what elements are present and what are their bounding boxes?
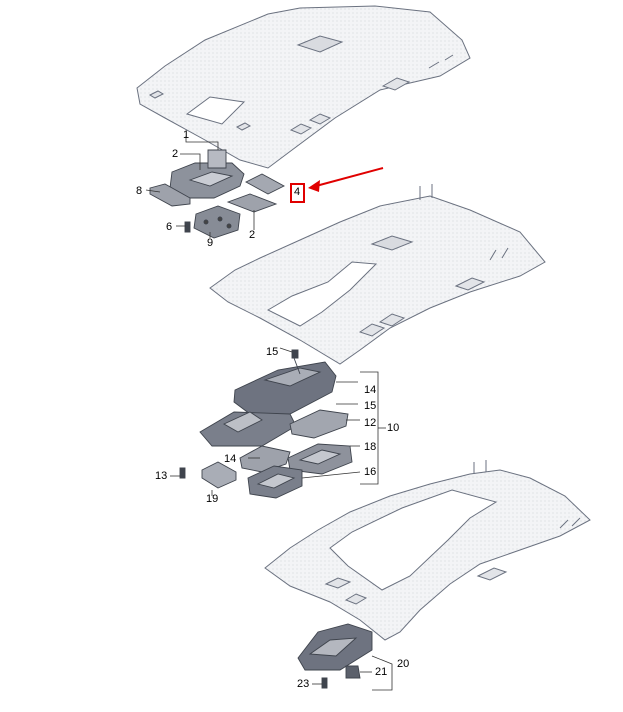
part-19-strip xyxy=(201,461,237,489)
part-21-bulb xyxy=(345,665,361,679)
callout-18: 18 xyxy=(364,441,377,453)
part-13-screw xyxy=(179,467,186,479)
callout-1: 1 xyxy=(183,129,190,141)
part-14-console-top xyxy=(233,361,337,415)
part-12-panel xyxy=(289,409,349,439)
callout-14: 14 xyxy=(364,384,377,396)
callout-21: 21 xyxy=(375,666,388,678)
highlight-arrow xyxy=(308,167,384,192)
headliner-panel-2 xyxy=(209,184,546,365)
callout-20: 20 xyxy=(397,658,410,670)
leader-lines xyxy=(145,136,393,691)
part-14-lamp xyxy=(239,445,291,473)
part-9-circuit-board xyxy=(193,205,241,239)
part-2-lens xyxy=(226,193,278,213)
callout-16: 16 xyxy=(364,466,377,478)
callout-9: 9 xyxy=(207,237,214,249)
callout-19: 19 xyxy=(206,493,219,505)
assembly-1-parts xyxy=(149,149,285,239)
part-4-cover xyxy=(245,173,285,195)
part-8-trim-strip xyxy=(149,183,191,207)
callout-4-highlight-box xyxy=(290,183,305,203)
callout-8: 8 xyxy=(136,185,143,197)
callout-2-lower: 2 xyxy=(249,229,256,241)
headliner-panel-1 xyxy=(136,5,471,169)
assembly-3-parts xyxy=(297,623,373,689)
callout-13: 13 xyxy=(155,470,168,482)
headliner-panel-3 xyxy=(264,460,591,641)
part-15-clip xyxy=(291,349,299,359)
part-23-screw xyxy=(321,677,328,689)
callout-6: 6 xyxy=(166,221,173,233)
callout-2: 2 xyxy=(172,148,179,160)
callout-15-right: 15 xyxy=(364,400,377,412)
callout-4: 4 xyxy=(294,186,301,198)
assembly-2-parts xyxy=(179,349,353,499)
part-6-screw xyxy=(184,221,191,233)
callout-10: 10 xyxy=(387,422,400,434)
callout-14-lower: 14 xyxy=(224,453,237,465)
callout-15: 15 xyxy=(266,346,279,358)
callout-23: 23 xyxy=(297,678,310,690)
callout-12: 12 xyxy=(364,417,377,429)
